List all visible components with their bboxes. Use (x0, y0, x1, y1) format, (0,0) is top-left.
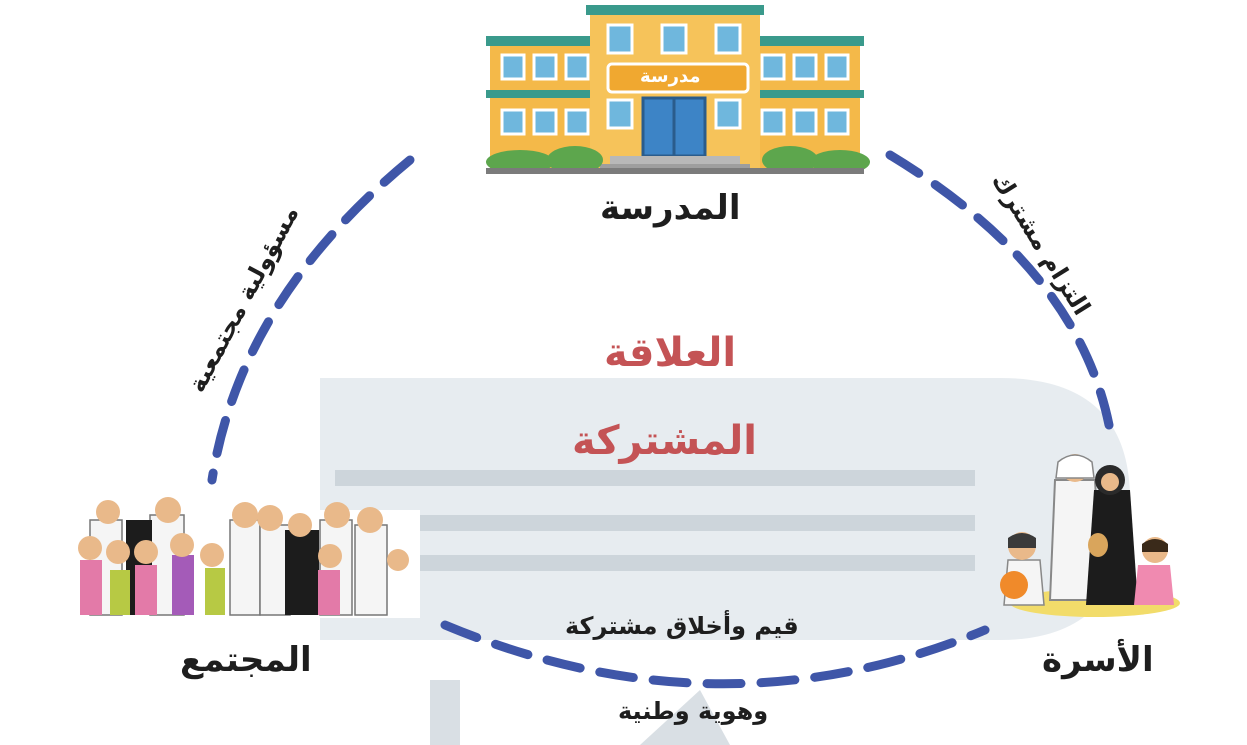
center-label-line2: المشتركة (572, 418, 757, 464)
node-label-school: المدرسة (600, 188, 741, 228)
center-label-line1: العلاقة (604, 330, 737, 376)
edge-label-family-community-line2: وهوية وطنية (618, 697, 769, 725)
node-label-community: المجتمع (180, 640, 312, 680)
arc-school-family (885, 150, 1115, 435)
edge-label-family-community-line1: قيم وأخلاق مشتركة (565, 612, 799, 640)
node-label-family: الأسرة (1042, 640, 1154, 680)
school-sign-text: مدرسة (640, 66, 701, 87)
arc-school-community (207, 155, 415, 485)
arc-family-community (440, 620, 990, 689)
